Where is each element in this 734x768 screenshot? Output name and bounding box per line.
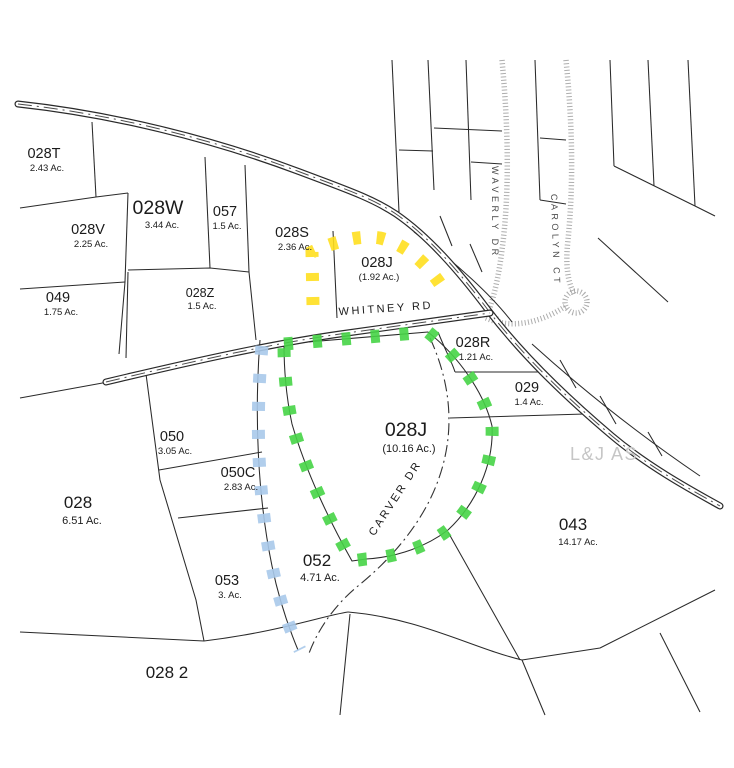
parcel-acreage: 6.51 Ac. (62, 515, 102, 527)
parcel-acreage: 2.83 Ac. (224, 482, 258, 493)
stippled-roads (483, 59, 720, 509)
cul-de-sac (562, 288, 590, 316)
parcel-acreage: 1.21 Ac. (459, 352, 493, 363)
parcel-label-028v: 028V 2.25 Ac. (71, 222, 108, 250)
parcel-acreage: 1.4 Ac. (514, 397, 543, 408)
parcel-id: 050 (160, 429, 184, 445)
parcel-id: 028V (71, 222, 105, 238)
parcel-acreage: 1.5 Ac. (187, 301, 216, 312)
road-label-carolyn: CAROLYN CT (549, 194, 562, 287)
parcel-acreage: (10.16 Ac.) (382, 443, 435, 455)
parcel-id: 057 (213, 204, 237, 220)
road-whitney (102, 309, 494, 386)
road-carolyn-band (563, 59, 577, 296)
parcel-label-028j-large: 028J (10.16 Ac.) (382, 419, 435, 455)
parcel-label-028j-small: 028J (1.92 Ac.) (359, 255, 400, 283)
parcel-label-050: 050 3.05 Ac. (158, 429, 192, 457)
parcel-id: 043 (559, 515, 587, 534)
highlight-yellow (305, 230, 450, 306)
parcel-label-057: 057 1.5 Ac. (212, 204, 241, 232)
parcel-acreage: 14.17 Ac. (558, 537, 598, 548)
parcel-label-028r: 028R 1.21 Ac. (456, 335, 494, 363)
parcel-acreage: 2.43 Ac. (30, 163, 64, 174)
parcel-id: 053 (215, 573, 239, 589)
parcel-label-028w: 028W 3.44 Ac. (133, 197, 185, 231)
parcel-id: 028 (64, 493, 92, 512)
parcel-id: 028S (275, 225, 309, 241)
parcel-id: 028 2 (146, 663, 189, 682)
parcel-acreage: 2.36 Ac. (278, 242, 312, 253)
parcel-acreage: 1.5 Ac. (212, 221, 241, 232)
road-label-whitney: WHITNEY RD (338, 300, 433, 319)
parcel-id: 028T (27, 146, 60, 162)
parcel-boundaries (19, 59, 716, 716)
road-label-carver: CARVER DR (367, 459, 424, 539)
parcel-acreage: 2.25 Ac. (74, 239, 108, 250)
road-main (14, 100, 724, 510)
parcel-acreage: 3. Ac. (218, 590, 242, 601)
parcel-label-049: 049 1.75 Ac. (44, 290, 78, 318)
parcel-acreage: 3.44 Ac. (145, 220, 179, 231)
parcel-acreage: 1.75 Ac. (44, 307, 78, 318)
parcel-id: 029 (515, 380, 539, 396)
parcel-id: 050C (221, 465, 256, 481)
parcel-acreage: 4.71 Ac. (300, 572, 340, 584)
parcel-id: 028Z (186, 286, 215, 300)
parcel-label-028: 028 6.51 Ac. (62, 493, 102, 527)
parcel-id: 028J (385, 419, 427, 441)
highlight-blue (251, 345, 306, 653)
parcel-label-028z: 028Z 1.5 Ac. (186, 286, 217, 312)
parcel-label-052: 052 4.71 Ac. (300, 551, 340, 584)
parcel-label-028t: 028T 2.43 Ac. (27, 146, 64, 174)
parcel-label-028s: 028S 2.36 Ac. (275, 225, 312, 253)
parcel-id: 028W (133, 197, 185, 219)
parcel-label-043: 043 14.17 Ac. (558, 515, 598, 548)
parcel-label-028-2: 028 2 (146, 663, 189, 682)
parcel-label-029: 029 1.4 Ac. (514, 380, 543, 408)
parcel-acreage: 3.05 Ac. (158, 446, 192, 457)
parcel-id: 049 (46, 290, 70, 306)
highlight-green (277, 325, 499, 569)
parcel-id: 028R (456, 335, 491, 351)
map-labels: 028T 2.43 Ac. 028W 3.44 Ac. 028V 2.25 Ac… (27, 146, 638, 682)
parcel-id: 028J (361, 255, 392, 271)
parcel-highlights (251, 230, 499, 653)
parcel-id: 052 (303, 551, 331, 570)
parcel-acreage: (1.92 Ac.) (359, 272, 400, 283)
road-main-se-band (493, 316, 720, 509)
road-label-waverly: WAVERLY DR (490, 166, 500, 259)
watermark-text: L&J AS (570, 444, 638, 464)
parcel-label-053: 053 3. Ac. (215, 573, 242, 601)
parcel-label-050c: 050C 2.83 Ac. (221, 465, 259, 493)
road-carver (307, 337, 450, 657)
